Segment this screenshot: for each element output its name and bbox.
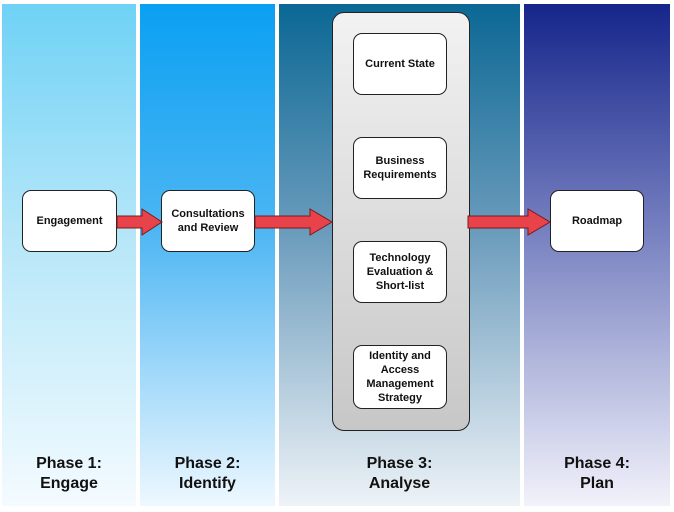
phase-3-label: Phase 3: Analyse (366, 455, 433, 492)
consultations-review-box[interactable]: Consultations and Review (161, 190, 255, 252)
phase-4-label: Phase 4: Plan (564, 455, 630, 492)
roadmap-box[interactable]: Roadmap (550, 190, 644, 252)
business-requirements-box[interactable]: Business Requirements (353, 137, 447, 199)
arrow-analyse-to-roadmap (467, 208, 551, 236)
current-state-box[interactable]: Current State (353, 33, 447, 95)
arrow-engagement-to-consultations (116, 208, 163, 236)
arrow-consultations-to-analyse (254, 208, 333, 236)
phase-1-label: Phase 1: Engage (36, 455, 102, 492)
phase-2-label: Phase 2: Identify (174, 455, 241, 492)
phase-2-column: Phase 2: Identify (140, 4, 275, 506)
technology-evaluation-box[interactable]: Technology Evaluation & Short-list (353, 241, 447, 303)
iam-strategy-box[interactable]: Identity and Access Management Strategy (353, 345, 447, 409)
phase-4-column: Phase 4: Plan (524, 4, 670, 506)
engagement-box[interactable]: Engagement (22, 190, 117, 252)
phase-1-column: Phase 1: Engage (2, 4, 136, 506)
